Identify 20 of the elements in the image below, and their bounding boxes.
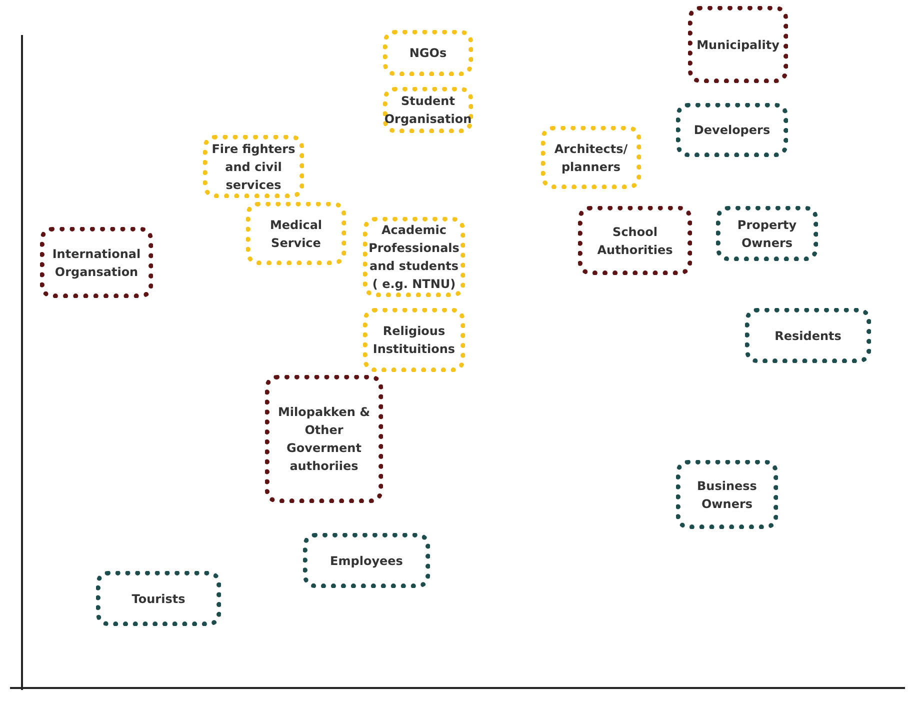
stakeholder-label: International Organsation <box>51 246 142 280</box>
stakeholder-label: NGOs <box>409 45 447 62</box>
stakeholder-box <box>265 375 383 503</box>
stakeholder-label: Business Owners <box>696 478 758 512</box>
stakeholder-label: Developers <box>694 122 770 139</box>
stakeholder-label: Religious Instituitions <box>372 323 456 358</box>
stakeholder-label: Student Organisation <box>384 93 472 128</box>
stakeholder-label: School Authorities <box>596 224 674 258</box>
stakeholder-label: Fire fighters and civil services <box>210 140 296 194</box>
stakeholder-label: Municipality <box>696 36 780 54</box>
stakeholder-label: Property Owners <box>736 216 798 252</box>
stakeholder-label: Employees <box>330 552 403 570</box>
stakeholder-label: Medical Service <box>268 216 324 252</box>
stakeholder-label: Tourists <box>132 590 186 608</box>
stakeholder-box <box>96 571 221 626</box>
stakeholder-label: Academic Professionals and students ( e.g. NTNU) <box>368 222 460 293</box>
stakeholder-label: Milopakken & Other Goverment authoriies <box>276 404 372 475</box>
stakeholder-label: Architects/ planners <box>553 140 629 176</box>
stakeholder-box <box>363 308 465 372</box>
stakeholder-label: Residents <box>774 328 842 344</box>
